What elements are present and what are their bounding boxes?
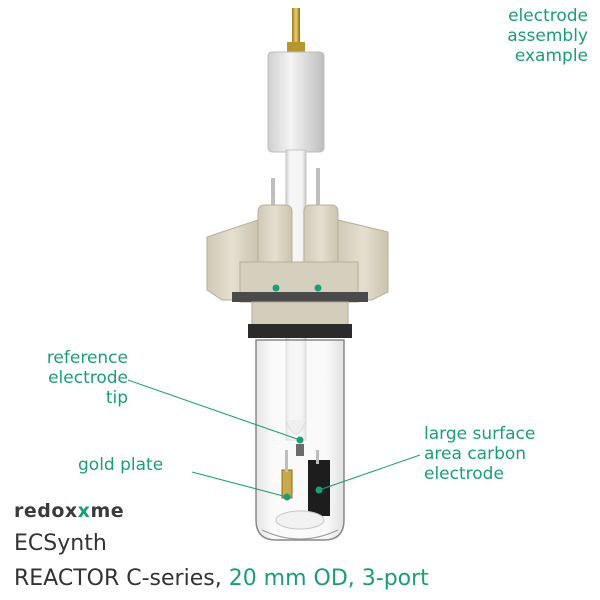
- label-line: reference: [46, 348, 128, 368]
- brand-logo: redoxxme: [14, 500, 124, 522]
- label-line: tip: [105, 388, 128, 408]
- marker-dot: [283, 493, 291, 501]
- label-line: large surface: [424, 424, 536, 444]
- leader-line-carbon: [318, 454, 421, 491]
- label-line: electrode: [508, 6, 588, 26]
- pin-collar: [287, 42, 305, 54]
- leader-line-reference-tip: [127, 379, 301, 441]
- product-series-line: REACTOR C-series, 20 mm OD, 3-port: [14, 565, 429, 593]
- carbon-wire: [316, 450, 319, 464]
- lid-black-seal: [248, 324, 352, 338]
- marker-dot: [315, 486, 323, 494]
- marker-dot: [272, 284, 280, 292]
- logo-x: x: [77, 500, 91, 522]
- label-line: example: [514, 46, 588, 66]
- electrode-cap: [267, 51, 325, 153]
- stir-bar: [275, 510, 325, 530]
- label-gold-plate: gold plate: [78, 455, 164, 475]
- label-line: area carbon: [424, 444, 527, 464]
- gold-plate-wire: [285, 450, 288, 472]
- label-line: assembly: [507, 26, 588, 46]
- product-series: REACTOR C-series,: [14, 566, 222, 591]
- label-line: electrode: [424, 464, 504, 484]
- logo-text: me: [90, 500, 125, 522]
- product-name: ECSynth: [14, 531, 107, 556]
- label-reference-electrode-tip: reference electrode tip: [22, 348, 128, 408]
- vial-bottom-shadow: [261, 529, 339, 540]
- label-carbon-electrode: large surface area carbon electrode: [424, 424, 535, 484]
- lid-dark-groove: [232, 292, 368, 302]
- tip-detail: [296, 444, 304, 456]
- leader-line-gold-plate: [191, 471, 288, 498]
- gold-pin: [292, 8, 300, 48]
- logo-text: redox: [14, 500, 78, 522]
- product-spec: 20 mm OD, 3-port: [221, 566, 429, 591]
- wire: [316, 168, 320, 208]
- wire: [271, 178, 275, 214]
- label-electrode-assembly-example: electrode assembly example: [507, 6, 588, 66]
- label-line: electrode: [48, 368, 128, 388]
- marker-dot: [314, 284, 322, 292]
